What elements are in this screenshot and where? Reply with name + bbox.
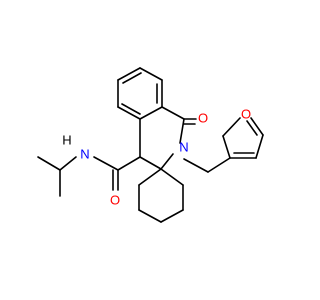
bond-double bbox=[122, 72, 142, 84]
bond bbox=[139, 156, 162, 170]
bond bbox=[117, 67, 141, 81]
bond-double bbox=[121, 103, 141, 115]
bonds bbox=[37, 67, 264, 223]
bond bbox=[160, 168, 184, 186]
bond bbox=[138, 209, 162, 223]
molecule-structure: O O N N H O bbox=[37, 67, 264, 223]
bond bbox=[139, 106, 163, 120]
bond-double bbox=[246, 120, 258, 136]
atom-labels: O O N N H O bbox=[62, 107, 251, 208]
bond bbox=[207, 157, 231, 173]
oxo-oxygen-label: O bbox=[198, 111, 208, 126]
amide-oxygen-label: O bbox=[110, 193, 120, 208]
bond bbox=[250, 117, 264, 136]
bond bbox=[255, 134, 264, 159]
bond bbox=[37, 156, 61, 171]
bond bbox=[222, 117, 241, 137]
lactam-nitrogen-label: N bbox=[179, 140, 188, 155]
bond bbox=[117, 106, 141, 120]
bond bbox=[139, 67, 163, 81]
bond bbox=[59, 156, 77, 171]
amide-hydrogen-label: H bbox=[62, 133, 71, 148]
amide-nitrogen-label: N bbox=[80, 147, 89, 162]
bond bbox=[138, 168, 162, 186]
bond bbox=[160, 153, 174, 170]
bond bbox=[183, 158, 209, 173]
bond bbox=[93, 156, 119, 171]
furan-oxygen-label: O bbox=[241, 107, 251, 122]
bond bbox=[161, 106, 185, 120]
bond bbox=[160, 209, 184, 223]
bond bbox=[222, 135, 231, 159]
bond bbox=[179, 118, 185, 144]
bond bbox=[117, 156, 141, 171]
